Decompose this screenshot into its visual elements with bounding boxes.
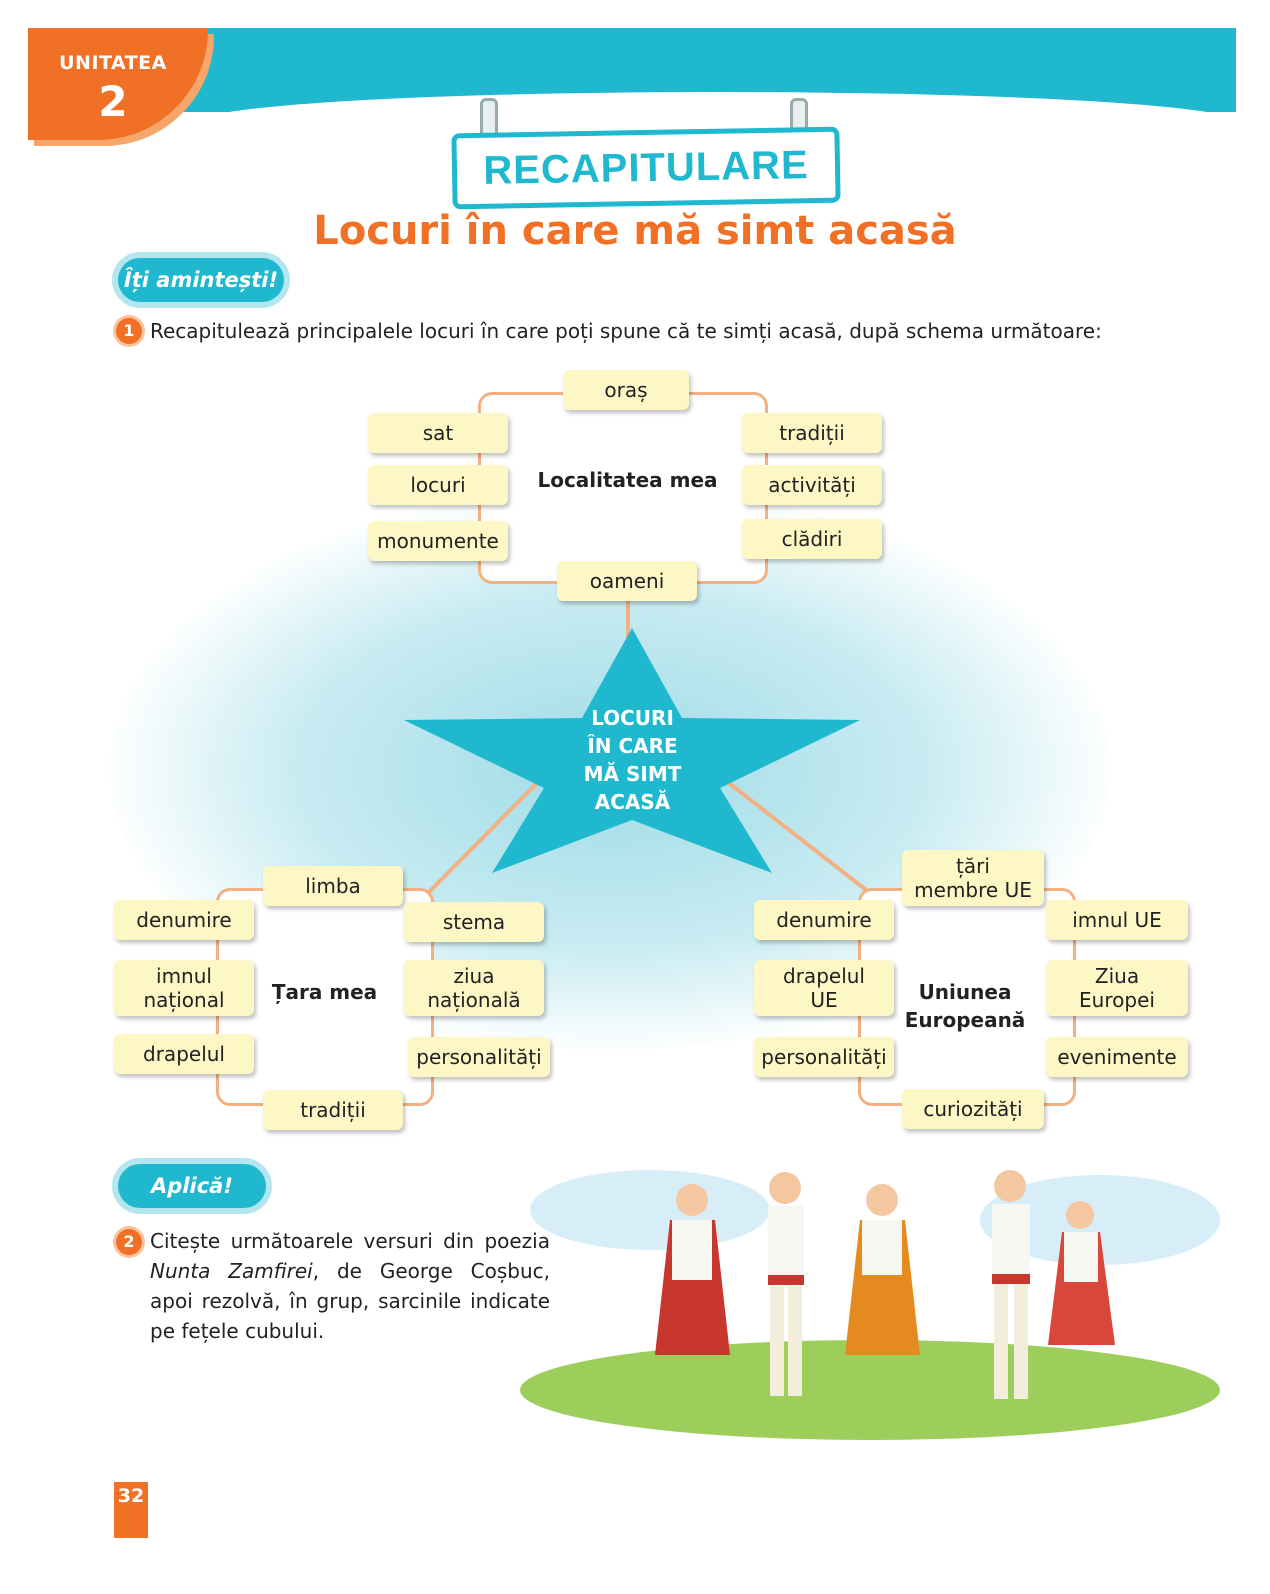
item-line: Ziua	[1094, 964, 1140, 988]
title-line: Europeană	[904, 1008, 1026, 1032]
eu-item: personalități	[754, 1037, 894, 1077]
locality-item: tradiții	[742, 413, 882, 453]
remember-label: Îți amintești!	[118, 258, 284, 302]
eu-item: evenimente	[1046, 1037, 1188, 1077]
item-line: imnul	[156, 964, 212, 988]
eu-item: Ziua Europei	[1046, 960, 1188, 1016]
locality-item: monumente	[368, 521, 508, 561]
locality-title: Localitatea mea	[537, 468, 718, 492]
country-item: drapelul	[114, 1034, 254, 1074]
folk-dancers-illustration	[520, 1170, 1220, 1440]
center-line: MĂ SIMT	[583, 762, 682, 786]
star-icon	[404, 628, 860, 873]
locality-item: oameni	[557, 561, 697, 601]
lesson-title: Locuri în care mă simt acasă	[313, 208, 957, 254]
item-line: membre UE	[914, 878, 1032, 902]
unit-label: UNITATEA	[59, 52, 167, 74]
locality-item: activități	[742, 465, 882, 505]
locality-item: clădiri	[742, 519, 882, 559]
item-line: națională	[427, 988, 521, 1012]
country-item: denumire	[114, 900, 254, 940]
task2-text: Citește următoarele versuri din poezia N…	[150, 1226, 550, 1346]
task1-text: Recapitulează principalele locuri în car…	[150, 319, 1102, 343]
eu-item: curiozități	[902, 1089, 1044, 1129]
center-line: LOCURI	[591, 706, 674, 730]
center-line: ÎN CARE	[587, 734, 678, 758]
item-line: UE	[810, 988, 838, 1012]
eu-item: denumire	[754, 900, 894, 940]
locality-item: locuri	[368, 465, 508, 505]
task2-text-part: , de George Coșbuc, apoi rezolvă, în gru…	[150, 1259, 550, 1343]
eu-title: Uniunea Europeană	[895, 978, 1035, 1034]
country-item: stema	[404, 902, 544, 942]
eu-item: imnul UE	[1046, 900, 1188, 940]
country-item: imnul național	[114, 960, 254, 1016]
task2-number: 2	[116, 1229, 142, 1255]
apply-label: Aplică!	[118, 1164, 266, 1208]
country-title: Țara mea	[271, 980, 378, 1004]
item-line: ziua	[453, 964, 495, 988]
eu-item: drapelul UE	[754, 960, 894, 1016]
task1-number: 1	[116, 318, 142, 344]
task2-text-part: Citește următoarele versuri din poezia	[150, 1229, 550, 1253]
country-item: tradiții	[263, 1090, 403, 1130]
country-item: personalități	[408, 1037, 550, 1077]
country-item: ziua națională	[404, 960, 544, 1016]
eu-item: țări membre UE	[902, 850, 1044, 906]
locality-item: oraș	[563, 370, 689, 410]
title-line: Uniunea	[918, 980, 1012, 1004]
country-item: limba	[263, 866, 403, 906]
locality-item: sat	[368, 413, 508, 453]
center-line: ACASĂ	[594, 790, 671, 814]
item-line: Europei	[1079, 988, 1155, 1012]
item-line: drapelul	[783, 964, 865, 988]
diagram-center: LOCURI ÎN CARE MĂ SIMT ACASĂ	[560, 704, 705, 816]
unit-number: 2	[98, 77, 128, 126]
page-number: 32	[114, 1482, 148, 1538]
item-line: național	[143, 988, 225, 1012]
poem-title: Nunta Zamfirei	[150, 1259, 313, 1283]
item-line: țări	[956, 854, 990, 878]
